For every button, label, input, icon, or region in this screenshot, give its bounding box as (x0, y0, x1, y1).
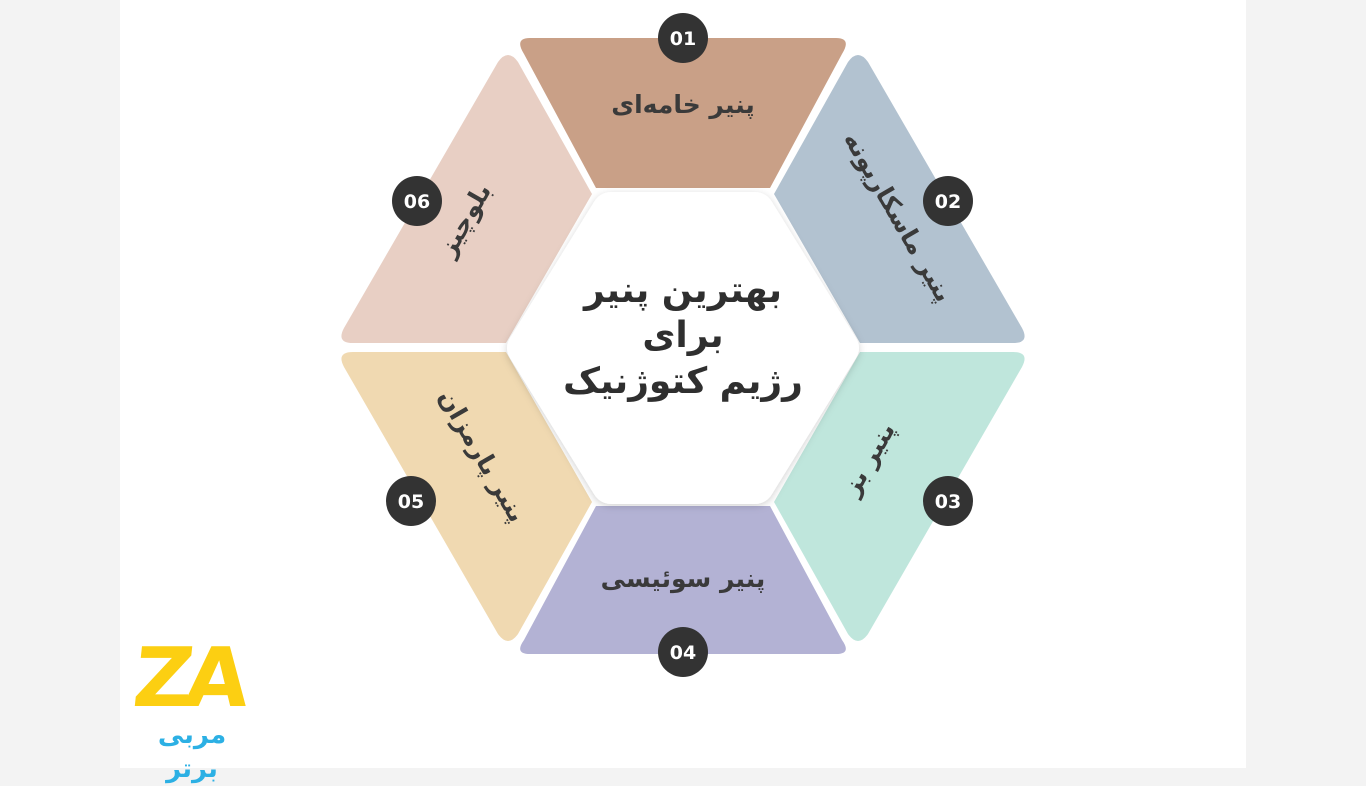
center-title-line-2: برای (642, 315, 723, 356)
center-title-line-1: بهترین پنیر (582, 270, 782, 311)
badge-05-number: 05 (398, 491, 424, 513)
center-hexagon-shape (507, 192, 859, 504)
segment-05-shape (341, 352, 592, 641)
badge-01-number: 01 (670, 28, 696, 50)
badge-06: 06 (392, 176, 442, 226)
badge-03-number: 03 (935, 491, 961, 513)
badge-02-number: 02 (935, 191, 961, 213)
segment-05: پنیر پارمزان (341, 352, 592, 641)
badge-05: 05 (386, 476, 436, 526)
segment-04-label: پنیر سوئیسی (601, 564, 766, 594)
segment-02-shape (774, 55, 1025, 343)
badge-06-number: 06 (404, 191, 430, 213)
badge-04-number: 04 (670, 642, 696, 664)
segment-04-shape (520, 506, 846, 654)
hexagon-diagram: پنیر خامه‌ای پنیر ماسکارپونه پنیر بز پنی… (341, 13, 1025, 677)
badge-04: 04 (658, 627, 708, 677)
segment-01: پنیر خامه‌ای (520, 38, 846, 188)
badge-03: 03 (923, 476, 973, 526)
segment-04: پنیر سوئیسی (520, 506, 846, 654)
segment-01-label: پنیر خامه‌ای (611, 90, 755, 120)
brand-logo: ZA مربی برتر (129, 631, 250, 784)
segment-06-shape (341, 55, 592, 343)
badge-01: 01 (658, 13, 708, 63)
segment-03-shape (774, 352, 1025, 641)
segment-06: بلوچیز (341, 55, 592, 343)
center-title-line-3: رژیم کتوژنیک (563, 361, 803, 402)
segment-03: پنیر بز (774, 352, 1025, 641)
badge-02: 02 (923, 176, 973, 226)
logo-subtitle: مربی برتر (157, 720, 227, 784)
center-hexagon (507, 192, 859, 504)
logo-mark: ZA (129, 631, 246, 726)
segment-01-shape (520, 38, 846, 188)
